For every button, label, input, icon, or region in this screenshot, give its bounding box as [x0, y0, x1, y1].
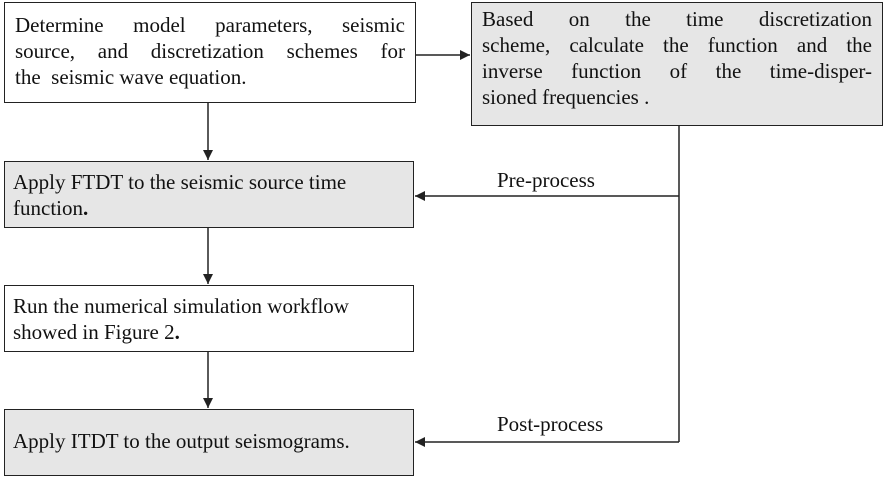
- pre-process-label: Pre-process: [497, 168, 595, 192]
- itdt-box: Apply ITDT to the output seismograms.: [4, 409, 414, 476]
- simulation-line-1: Run the numerical simulation workflow: [13, 294, 349, 318]
- ftdt-box: Apply FTDT to the seismic source time fu…: [4, 161, 414, 228]
- ftdt-line-2-text: function: [13, 196, 83, 220]
- setup-box: Determine model parameters, seismic sour…: [4, 2, 416, 103]
- setup-line-3: the seismic wave equation.: [15, 65, 247, 89]
- simulation-line-2: showed in Figure 2.: [13, 319, 403, 345]
- post-process-label: Post-process: [497, 412, 604, 436]
- simulation-line-2-text: showed in Figure 2: [13, 320, 175, 344]
- simulation-box: Run the numerical simulation workflow sh…: [4, 285, 414, 352]
- ftdt-line-2: function.: [13, 195, 403, 221]
- ftdt-line-2-period: .: [82, 196, 89, 220]
- itdt-line-1: Apply ITDT to the output seismograms.: [13, 429, 350, 453]
- simulation-line-2-period: .: [174, 320, 180, 344]
- dispersion-line-2: scheme, calculate the function and the: [482, 33, 872, 57]
- dispersion-line-3: inverse function of the time-disper-: [482, 59, 872, 83]
- dispersion-box: Based on the time discretization scheme,…: [471, 2, 883, 126]
- dispersion-line-1: Based on the time discretization: [482, 7, 872, 31]
- setup-line-1: Determine model parameters, seismic: [15, 13, 405, 37]
- setup-line-2: source, and discretization schemes for: [15, 39, 405, 63]
- dispersion-line-4: sioned frequencies .: [482, 85, 650, 109]
- ftdt-line-1: Apply FTDT to the seismic source time: [13, 170, 347, 194]
